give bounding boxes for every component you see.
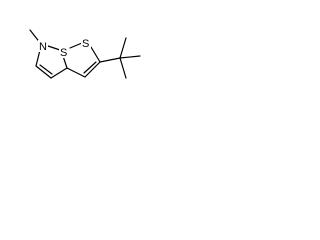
bond-tbu-methyl-right <box>119 55 141 59</box>
bond-ring-quaternary-c <box>99 57 121 63</box>
atom-label-sulfur-bridge: S <box>60 47 67 59</box>
chemical-structure-diagram: N S S <box>29 29 141 79</box>
atom-label-nitrogen: N <box>39 41 47 53</box>
atom-labels: N S S <box>38 37 91 59</box>
bond-c-c-double-inner <box>39 64 53 75</box>
bond-c-cfusion <box>66 67 86 78</box>
bond-ctbu-c-double-outer <box>84 61 101 78</box>
bond-c-c <box>50 67 68 79</box>
atom-label-sulfur-ring: S <box>82 38 89 50</box>
bond-n-c <box>35 49 41 67</box>
bond-ctbu-c-double-inner <box>83 61 97 74</box>
bond-c-c-double-outer <box>35 65 52 79</box>
bond-s-ctbu <box>90 46 101 63</box>
bond-s-s <box>69 42 83 49</box>
bonds <box>29 29 141 79</box>
bond-tbu-methyl-up <box>119 37 127 59</box>
bond-n-s <box>47 45 61 51</box>
bond-tbu-methyl-down <box>119 57 127 79</box>
